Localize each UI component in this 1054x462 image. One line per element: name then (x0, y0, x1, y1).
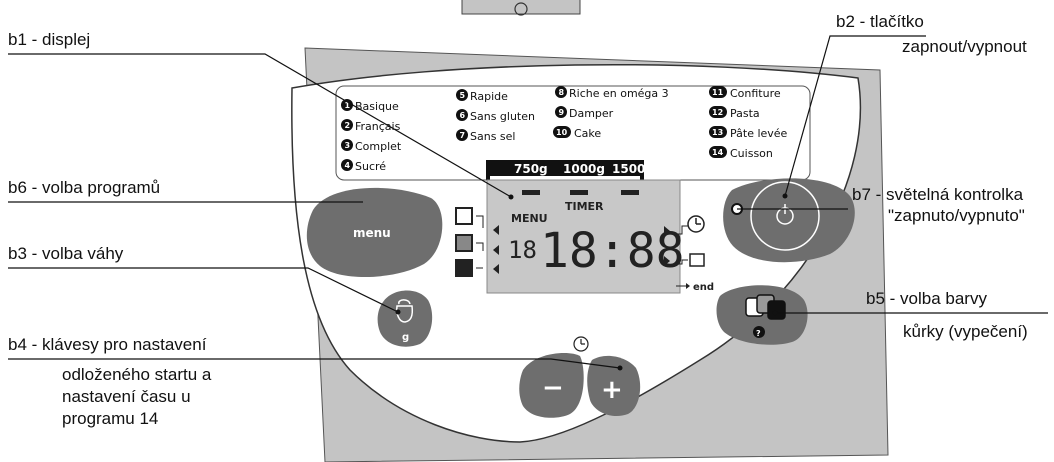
weight-1000: 1000g (563, 162, 605, 176)
program-label-8: Riche en oméga 3 (569, 87, 669, 100)
lcd-right-icons: end (676, 215, 714, 293)
program-label-1: Basique (355, 100, 399, 113)
program-label-7: Sans sel (470, 130, 515, 143)
lcd-arrow-right-1 (664, 226, 670, 236)
callout-b5-line1: b5 - volba barvy (866, 289, 987, 308)
lcd-end: end (693, 282, 714, 293)
weight-1500: 1500g (612, 162, 654, 176)
program-badge-14 (709, 146, 727, 158)
program-label-12: Pasta (730, 107, 760, 120)
program-label-11: Confiture (730, 87, 781, 100)
leader-b4 (8, 358, 621, 369)
menu-button-label: menu (353, 226, 391, 240)
leader-b1 (8, 53, 512, 198)
program-badge-11 (709, 86, 727, 98)
program-number-4: 4 (345, 161, 351, 170)
callout-b4-line2: odloženého startu a (62, 365, 212, 384)
lcd-program-digits: 18 (508, 236, 537, 264)
program-badge-5 (456, 89, 468, 101)
program-number-11: 11 (712, 88, 724, 97)
minus-button-label: − (542, 373, 564, 403)
program-label-4: Sucré (355, 160, 386, 173)
program-number-5: 5 (460, 91, 466, 100)
menu-button[interactable] (306, 187, 443, 278)
top-tab-circle (514, 2, 528, 16)
program-badge-3 (341, 139, 353, 151)
program-number-7: 7 (460, 131, 466, 140)
program-label-3: Complet (355, 140, 402, 153)
callout-b4-line3: nastavení času u (62, 387, 191, 406)
lcd-arrow-left-3 (493, 264, 499, 274)
plus-button-label: + (601, 375, 623, 405)
lcd-arrow-left-1 (493, 225, 499, 235)
program-label-14: Cuisson (730, 147, 773, 160)
crust-bread-icon (745, 294, 786, 320)
callout-b4-line4: programu 14 (62, 409, 159, 428)
callout-b1: b1 - displej (8, 30, 91, 49)
callout-b5-line2: kůrky (vypečení) (903, 322, 1028, 341)
program-label-6: Sans gluten (470, 110, 535, 123)
program-number-3: 3 (345, 141, 351, 150)
program-badge-13 (709, 126, 727, 138)
program-badge-7 (456, 129, 468, 141)
crust-icons-left (455, 207, 484, 277)
lcd-time-digits: 18:88 (540, 223, 685, 279)
crust-help-dot (753, 326, 765, 338)
leader-b3 (8, 267, 399, 313)
program-label-10: Cake (574, 127, 601, 140)
weight-button-label: g (402, 332, 409, 343)
program-label-13: Pâte levée (730, 127, 788, 140)
callout-b7-line2: "zapnuto/vypnuto" (888, 206, 1025, 225)
leader-lines (8, 35, 1048, 369)
program-label-2: Français (355, 120, 401, 133)
callout-b4-line1: b4 - klávesy pro nastavení (8, 335, 207, 354)
lcd-arrow-left-2 (493, 245, 499, 255)
program-badge-6 (456, 109, 468, 121)
program-badge-2 (341, 119, 353, 131)
program-badge-8 (555, 86, 567, 98)
program-badge-12 (709, 106, 727, 118)
program-badge-4 (341, 159, 353, 171)
minus-button[interactable] (519, 352, 584, 418)
leader-b2 (784, 35, 926, 197)
lcd-dash-2 (570, 190, 588, 195)
program-number-10: 10 (556, 128, 568, 137)
lcd-timer: TIMER (565, 200, 604, 213)
weight-button[interactable] (377, 290, 433, 347)
lcd-dash-3 (621, 190, 639, 195)
program-number-2: 2 (345, 121, 351, 130)
lcd-menu: MENU (511, 212, 548, 225)
crust-help-label: ? (756, 329, 761, 338)
program-number-1: 1 (345, 101, 351, 110)
plus-button[interactable] (587, 355, 641, 417)
program-badge-1 (341, 99, 353, 111)
callout-b7-line1: b7 - světelná kontrolka (852, 185, 1024, 204)
weight-750: 750g (514, 162, 548, 176)
top-tab (461, 0, 581, 15)
program-badge-9 (555, 106, 567, 118)
program-number-12: 12 (712, 108, 723, 117)
callout-b2-line1: b2 - tlačítko (836, 12, 924, 31)
callout-b2-line2: zapnout/vypnout (902, 37, 1027, 56)
program-label-9: Damper (569, 107, 614, 120)
program-number-13: 13 (712, 128, 723, 137)
callout-b3: b3 - volba váhy (8, 244, 124, 263)
lcd-display (486, 179, 681, 294)
callout-b6: b6 - volba programů (8, 178, 161, 197)
program-badge-10 (553, 126, 571, 138)
power-ring (750, 181, 820, 251)
program-number-9: 9 (559, 108, 565, 117)
program-number-6: 6 (460, 111, 466, 120)
lcd-arrow-right-2 (664, 256, 670, 266)
program-label-5: Rapide (470, 90, 508, 103)
keep-warm-icon (689, 253, 705, 267)
program-number-8: 8 (559, 88, 565, 97)
lcd-dash-1 (522, 190, 540, 195)
program-number-14: 14 (712, 148, 724, 157)
weight-bar (486, 160, 644, 180)
